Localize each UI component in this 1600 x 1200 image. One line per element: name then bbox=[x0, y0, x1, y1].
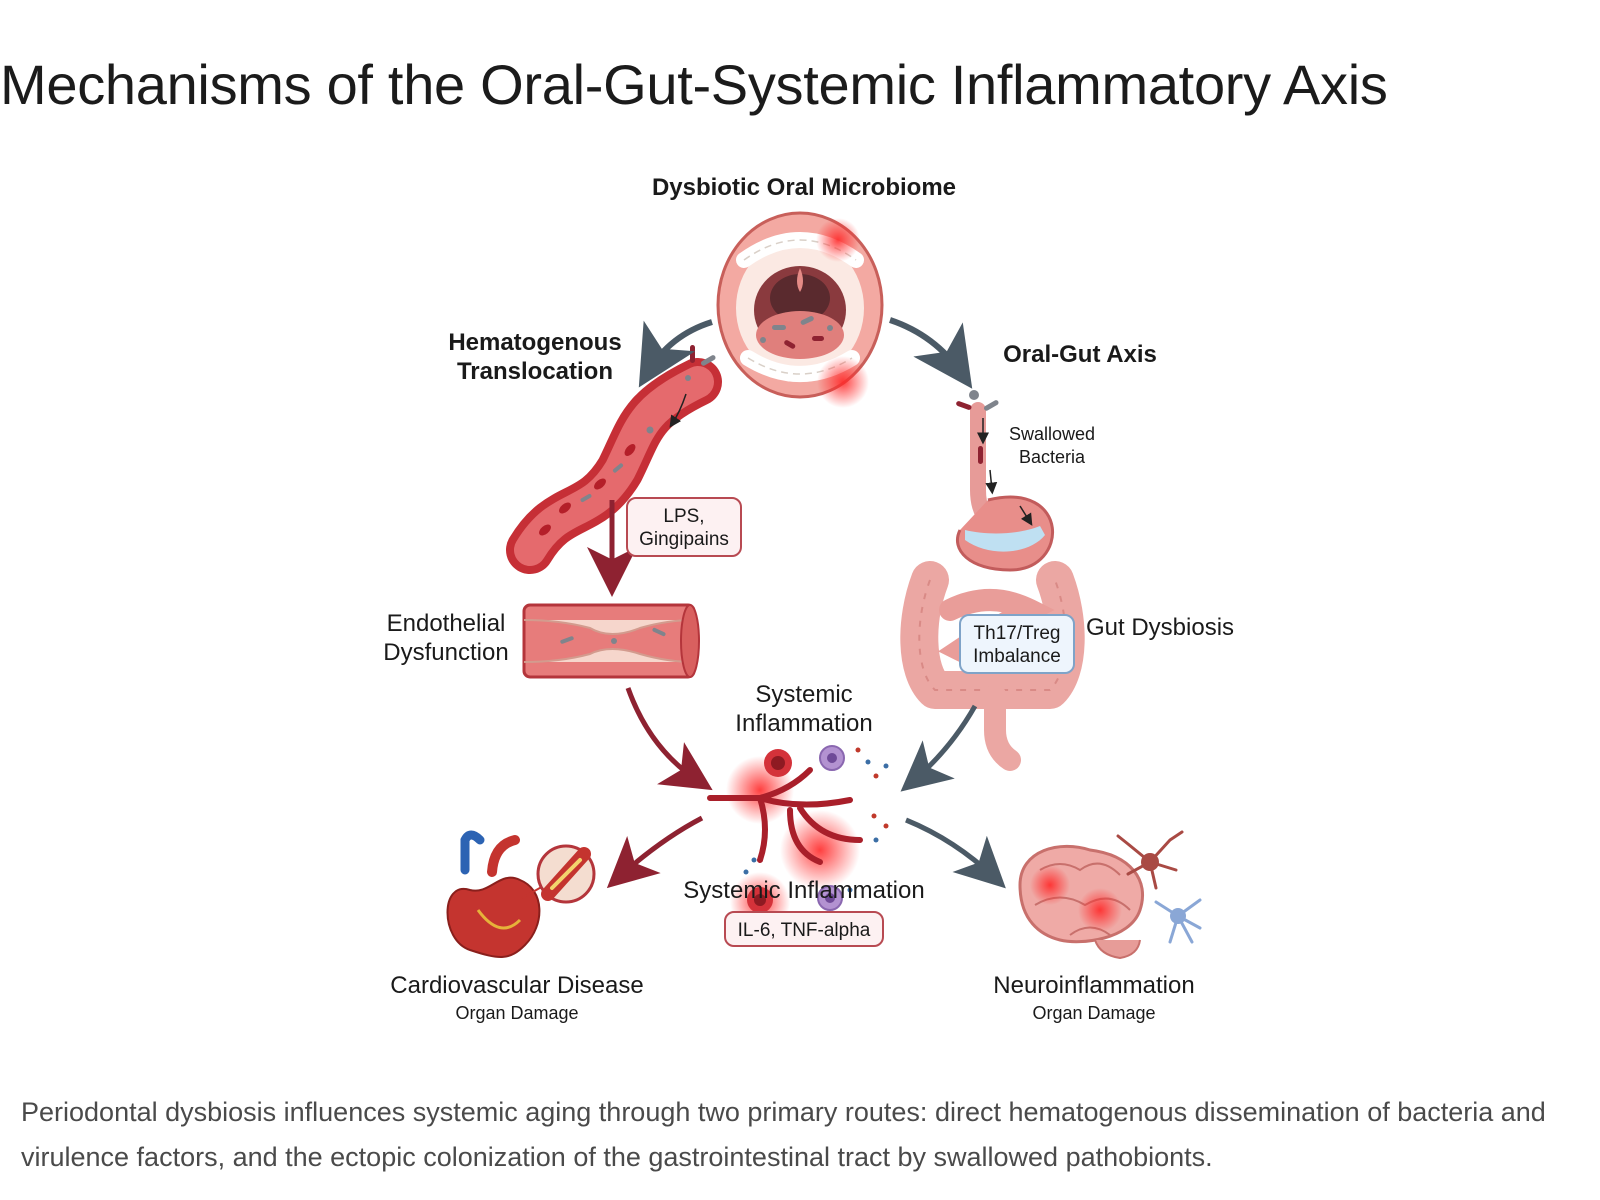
page-title: Mechanisms of the Oral-Gut-Systemic Infl… bbox=[0, 53, 1388, 116]
label-dysfunction: Dysfunction bbox=[383, 639, 508, 666]
arrow-to-cardio bbox=[606, 815, 704, 889]
stomach-icon bbox=[956, 390, 1054, 572]
arrow-small-vessel bbox=[669, 393, 687, 428]
label-oral-gut-axis: Oral-Gut Axis bbox=[1003, 341, 1157, 368]
label-cardio-sub: Organ Damage bbox=[455, 1003, 578, 1023]
label-systemic-bottom: Systemic Inflammation bbox=[683, 877, 924, 904]
label-gingipains: Gingipains bbox=[639, 529, 729, 550]
capillary-icon bbox=[707, 745, 889, 932]
arrows bbox=[587, 317, 1006, 889]
label-translocation: Translocation bbox=[457, 358, 613, 385]
label-bacteria: Bacteria bbox=[1019, 447, 1086, 467]
label-neuro-sub: Organ Damage bbox=[1032, 1003, 1155, 1023]
label-swallowed: Swallowed bbox=[1009, 424, 1095, 444]
label-inflammation-top: Inflammation bbox=[735, 710, 872, 737]
cytokine-pill bbox=[724, 911, 884, 947]
label-gut-dysbiosis: Gut Dysbiosis bbox=[1086, 614, 1234, 641]
arrow-mouth-to-vessel bbox=[638, 319, 713, 388]
label-th17-treg: Th17/Treg bbox=[974, 623, 1061, 644]
arrow-mouth-to-gut bbox=[889, 317, 973, 389]
arrow-to-neuro bbox=[905, 817, 1006, 889]
brain-icon bbox=[1018, 844, 1145, 960]
arrow-gut-to-inflammation bbox=[900, 704, 978, 792]
figure-caption: Periodontal dysbiosis influences systemi… bbox=[21, 1097, 1546, 1172]
lps-pill bbox=[626, 497, 742, 557]
label-endothelial: Endothelial bbox=[387, 610, 506, 637]
label-cardio: Cardiovascular Disease bbox=[390, 972, 643, 999]
artery-icon bbox=[522, 603, 700, 679]
label-hematogenous: Hematogenous bbox=[448, 329, 621, 356]
diagram-canvas: Dysbiotic Oral Microbiome Hematogenous T… bbox=[383, 174, 1234, 1023]
arrow-artery-to-inflammation bbox=[625, 687, 713, 791]
label-systemic-top: Systemic bbox=[755, 681, 852, 708]
neuron-icon bbox=[1116, 830, 1202, 944]
th17-pill bbox=[959, 614, 1075, 674]
label-imbalance: Imbalance bbox=[973, 646, 1061, 667]
label-neuro: Neuroinflammation bbox=[993, 972, 1194, 999]
label-cytokines: IL-6, TNF-alpha bbox=[738, 920, 871, 941]
mouth-icon bbox=[716, 211, 884, 408]
label-lps: LPS, bbox=[663, 506, 704, 527]
heart-icon bbox=[446, 830, 596, 958]
label-oral-microbiome: Dysbiotic Oral Microbiome bbox=[652, 174, 956, 201]
diagram: Dysbiotic Oral Microbiome Hematogenous T… bbox=[0, 150, 1600, 1080]
